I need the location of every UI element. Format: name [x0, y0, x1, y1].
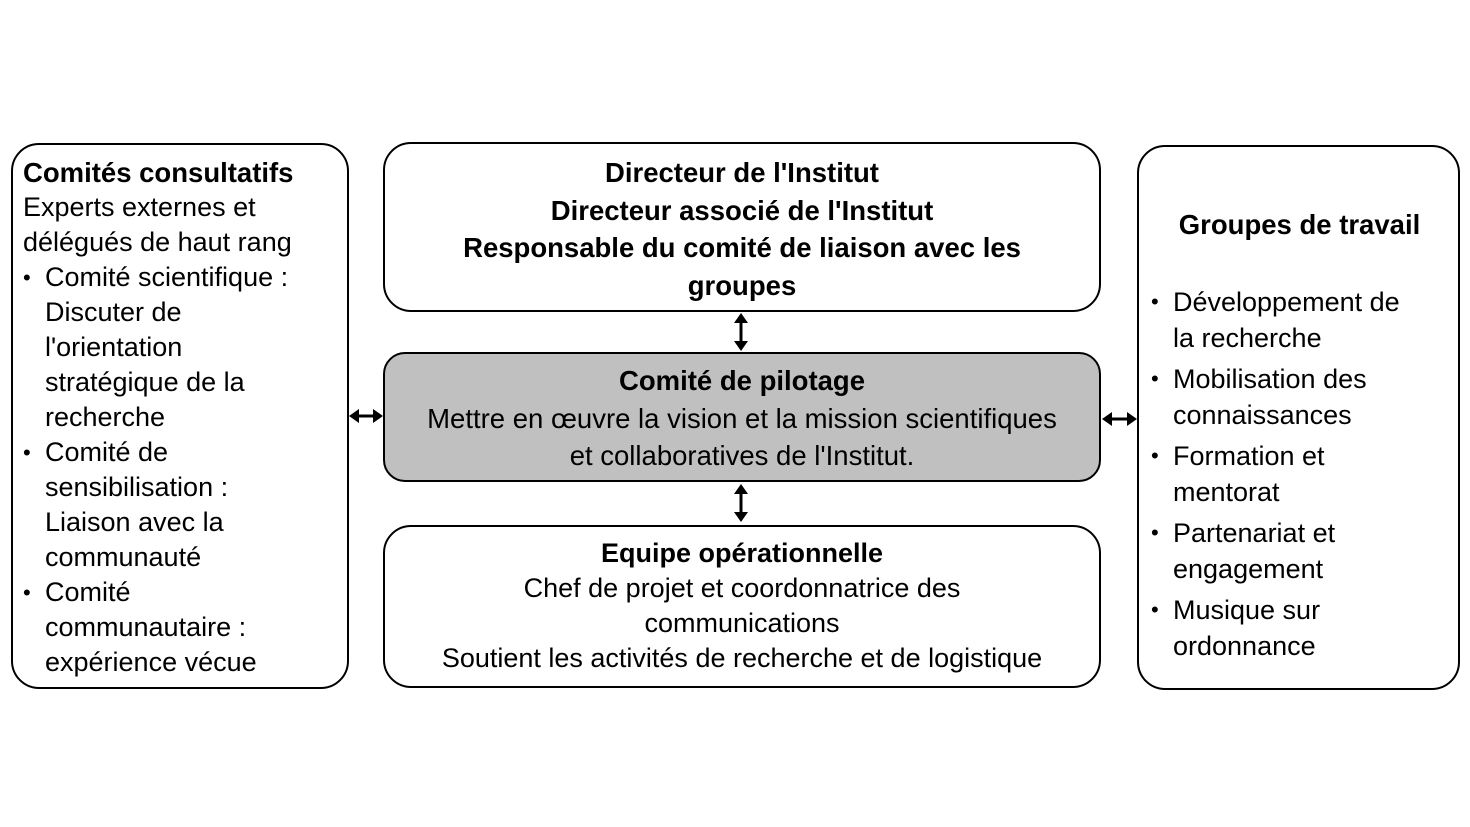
operational-team-line: Soutient les activités de recherche et d… — [441, 643, 1043, 673]
list-item-line: mentorat — [1173, 477, 1280, 507]
working-groups-panel: Groupes de travail Développement de la r… — [1137, 145, 1460, 690]
double-arrow-vertical-icon — [734, 484, 748, 522]
operational-team-title: Equipe opérationnelle — [600, 538, 884, 568]
advisory-committees-list: Comité scientifique : Discuter de l'orie… — [23, 260, 337, 680]
list-item-line: engagement — [1173, 554, 1324, 584]
list-item-line: Formation et — [1173, 440, 1325, 471]
list-item-line: sensibilisation : — [45, 472, 229, 502]
list-item-line: stratégique de la — [45, 367, 245, 397]
list-item-scientific-committee: Comité scientifique : Discuter de l'orie… — [23, 260, 337, 435]
advisory-subtitle-line: Experts externes et — [23, 192, 256, 222]
list-item-line: ordonnance — [1173, 631, 1316, 661]
steering-committee-title: Comité de pilotage — [619, 365, 865, 396]
list-item-line: l'orientation — [45, 332, 183, 362]
list-item-line: Développement de — [1173, 286, 1400, 317]
list-item-line: Musique sur — [1173, 594, 1321, 625]
list-item-line: la recherche — [1173, 323, 1322, 353]
double-arrow-horizontal-icon — [1102, 412, 1137, 426]
list-item-line: Liaison avec la — [45, 507, 224, 537]
advisory-subtitle-line: délégués de haut rang — [23, 227, 292, 257]
list-item-line: Comité — [45, 577, 131, 607]
list-item-line: expérience vécue — [45, 647, 257, 677]
list-item-line: Comité de — [45, 437, 169, 467]
steering-committee-desc-line: Mettre en œuvre la vision et la mission … — [427, 402, 1057, 434]
operational-team-line: Chef de projet et coordonnatrice des — [523, 573, 961, 603]
list-item-line: communautaire : — [45, 612, 247, 642]
list-item-line: recherche — [45, 402, 166, 432]
operational-team-panel: Equipe opérationnelle Chef de projet et … — [383, 525, 1101, 688]
list-item-line: Comité scientifique : — [45, 262, 289, 292]
list-item-knowledge-mobilization: Mobilisation des connaissances — [1151, 361, 1448, 434]
list-item-community-committee: Comité communautaire : expérience vécue — [23, 575, 337, 680]
associate-director-line: Directeur associé de l'Institut — [550, 194, 934, 226]
working-groups-list: Développement de la recherche Mobilisati… — [1151, 284, 1448, 665]
directors-panel: Directeur de l'Institut Directeur associ… — [383, 142, 1101, 312]
list-item-line: communauté — [45, 542, 202, 572]
list-item-line: Mobilisation des — [1173, 363, 1367, 394]
list-item-training-mentoring: Formation et mentorat — [1151, 438, 1448, 511]
liaison-lead-line-cont: groupes — [687, 269, 797, 301]
advisory-committees-panel: Comités consultatifs Experts externes et… — [11, 143, 349, 689]
liaison-lead-line: Responsable du comité de liaison avec le… — [463, 232, 1021, 263]
list-item-awareness-committee: Comité de sensibilisation : Liaison avec… — [23, 435, 337, 575]
list-item-line: Partenariat et — [1173, 517, 1336, 548]
director-line: Directeur de l'Institut — [605, 157, 879, 188]
double-arrow-horizontal-icon — [349, 409, 383, 423]
steering-committee-desc-line: et collaboratives de l'Institut. — [569, 440, 915, 471]
list-item-line: connaissances — [1173, 400, 1352, 430]
list-item-music-prescription: Musique sur ordonnance — [1151, 592, 1448, 665]
operational-team-line: communications — [644, 608, 840, 638]
list-item-research-development: Développement de la recherche — [1151, 284, 1448, 357]
working-groups-title: Groupes de travail — [1178, 209, 1421, 240]
double-arrow-vertical-icon — [734, 313, 748, 351]
list-item-partnership-engagement: Partenariat et engagement — [1151, 515, 1448, 588]
list-item-line: Discuter de — [45, 297, 182, 327]
steering-committee-panel: Comité de pilotage Mettre en œuvre la vi… — [383, 352, 1101, 482]
advisory-committees-title: Comités consultatifs — [23, 157, 294, 188]
